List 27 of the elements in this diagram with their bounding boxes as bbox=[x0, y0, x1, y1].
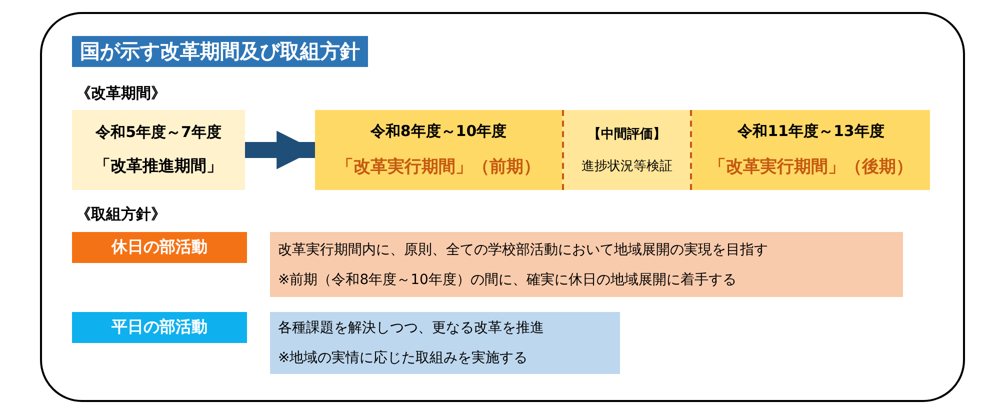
period-box bbox=[692, 110, 930, 190]
policy-text: 各種課題を解決しつつ、更なる改革を推進 bbox=[278, 319, 545, 337]
category-text: 平日の部活動 bbox=[112, 317, 208, 338]
period-years: 令和11年度～13年度 bbox=[738, 122, 884, 141]
category-text: 休日の部活動 bbox=[112, 237, 208, 258]
period-box bbox=[72, 110, 245, 190]
period-name: 「改革実行期間」（前期） bbox=[336, 156, 540, 178]
section-heading: 《改革期間》 bbox=[76, 84, 166, 103]
frame-panel bbox=[40, 12, 965, 402]
evaluation-text: 進捗状況等検証 bbox=[582, 158, 672, 175]
evaluation-box bbox=[562, 110, 692, 190]
period-name: 「改革推進期間」 bbox=[94, 156, 222, 177]
period-years: 令和8年度～10年度 bbox=[370, 122, 507, 141]
period-years: 令和5年度～7年度 bbox=[96, 123, 222, 142]
title-banner: 国が示す改革期間及び取組方針 bbox=[72, 36, 368, 67]
policy-box bbox=[270, 232, 903, 297]
policy-text: ※地域の実情に応じた取組みを実施する bbox=[278, 349, 529, 367]
category-tag bbox=[72, 232, 247, 263]
period-box bbox=[315, 110, 562, 190]
arrow bbox=[245, 130, 315, 170]
period-name: 「改革実行期間」（後期） bbox=[709, 156, 913, 178]
policy-text: 改革実行期間内に、原則、全ての学校部活動において地域展開の実現を目指す bbox=[278, 240, 769, 258]
section-heading: 《取組方針》 bbox=[76, 205, 166, 224]
policy-box bbox=[270, 312, 620, 374]
policy-text: ※前期（令和8年度～10年度）の間に、確実に休日の地域展開に着手する bbox=[278, 270, 738, 288]
category-tag bbox=[72, 312, 247, 343]
evaluation-title: 【中間評価】 bbox=[588, 126, 666, 143]
